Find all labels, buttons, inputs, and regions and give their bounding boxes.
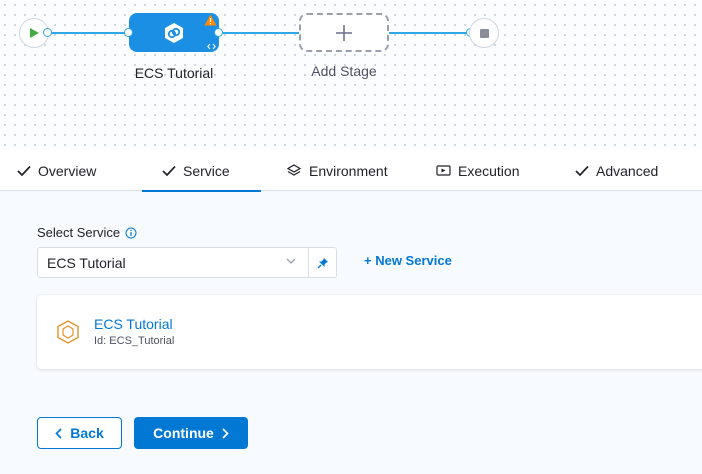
tab-label: Execution bbox=[458, 162, 520, 179]
label-text: Select Service bbox=[37, 225, 121, 240]
execution-icon bbox=[436, 165, 451, 176]
continue-label: Continue bbox=[153, 425, 214, 441]
connector-line bbox=[389, 32, 470, 34]
pin-button[interactable] bbox=[309, 247, 337, 278]
back-label: Back bbox=[70, 425, 104, 441]
tab-advanced[interactable]: Advanced bbox=[575, 150, 658, 191]
stage-input-port bbox=[124, 28, 133, 37]
warning-icon bbox=[204, 14, 217, 26]
tab-service[interactable]: Service bbox=[142, 150, 261, 192]
service-select[interactable]: ECS Tutorial bbox=[37, 247, 309, 278]
chevron-down-icon bbox=[286, 258, 296, 264]
tab-overview[interactable]: Overview bbox=[17, 150, 96, 191]
end-node[interactable] bbox=[469, 18, 499, 48]
back-button[interactable]: Back bbox=[37, 417, 122, 449]
deployment-stage-icon bbox=[165, 22, 183, 43]
play-icon bbox=[30, 28, 39, 38]
tab-label: Service bbox=[183, 162, 230, 179]
start-port bbox=[43, 28, 52, 37]
stage-tabs: Overview Service Environment Execution A… bbox=[0, 150, 702, 192]
pin-icon bbox=[317, 257, 328, 268]
service-name: ECS Tutorial bbox=[94, 316, 173, 332]
environment-icon bbox=[286, 163, 302, 176]
stage-name: ECS Tutorial bbox=[134, 65, 214, 81]
continue-button[interactable]: Continue bbox=[134, 417, 248, 449]
tab-execution[interactable]: Execution bbox=[436, 150, 519, 191]
connector-line bbox=[48, 32, 129, 34]
add-stage-label: Add Stage bbox=[311, 63, 377, 79]
chevron-left-icon bbox=[55, 427, 62, 439]
plus-icon bbox=[336, 24, 352, 41]
select-service-label: Select Service bbox=[37, 225, 137, 240]
tab-label: Environment bbox=[309, 162, 388, 179]
tab-label: Advanced bbox=[596, 162, 659, 179]
connector-line bbox=[219, 32, 299, 34]
tab-environment[interactable]: Environment bbox=[286, 150, 388, 191]
selected-service: ECS Tutorial bbox=[47, 254, 126, 271]
check-icon bbox=[162, 165, 176, 176]
stop-icon bbox=[479, 28, 489, 38]
service-id: Id: ECS_Tutorial bbox=[94, 335, 175, 347]
tab-label: Overview bbox=[38, 162, 97, 179]
info-icon[interactable] bbox=[125, 227, 137, 239]
new-service-button[interactable]: + New Service bbox=[364, 253, 452, 268]
pipeline-canvas: ECS Tutorial Add Stage bbox=[0, 0, 702, 150]
stage-node-ecs-tutorial[interactable] bbox=[129, 13, 219, 52]
service-icon bbox=[57, 320, 79, 344]
check-icon bbox=[17, 165, 31, 176]
code-icon bbox=[207, 43, 216, 50]
service-card[interactable]: ECS Tutorial Id: ECS_Tutorial bbox=[37, 295, 702, 369]
check-icon bbox=[575, 165, 589, 176]
chevron-right-icon bbox=[222, 427, 229, 439]
stage-output-port bbox=[214, 28, 223, 37]
add-stage-button[interactable] bbox=[299, 13, 389, 52]
